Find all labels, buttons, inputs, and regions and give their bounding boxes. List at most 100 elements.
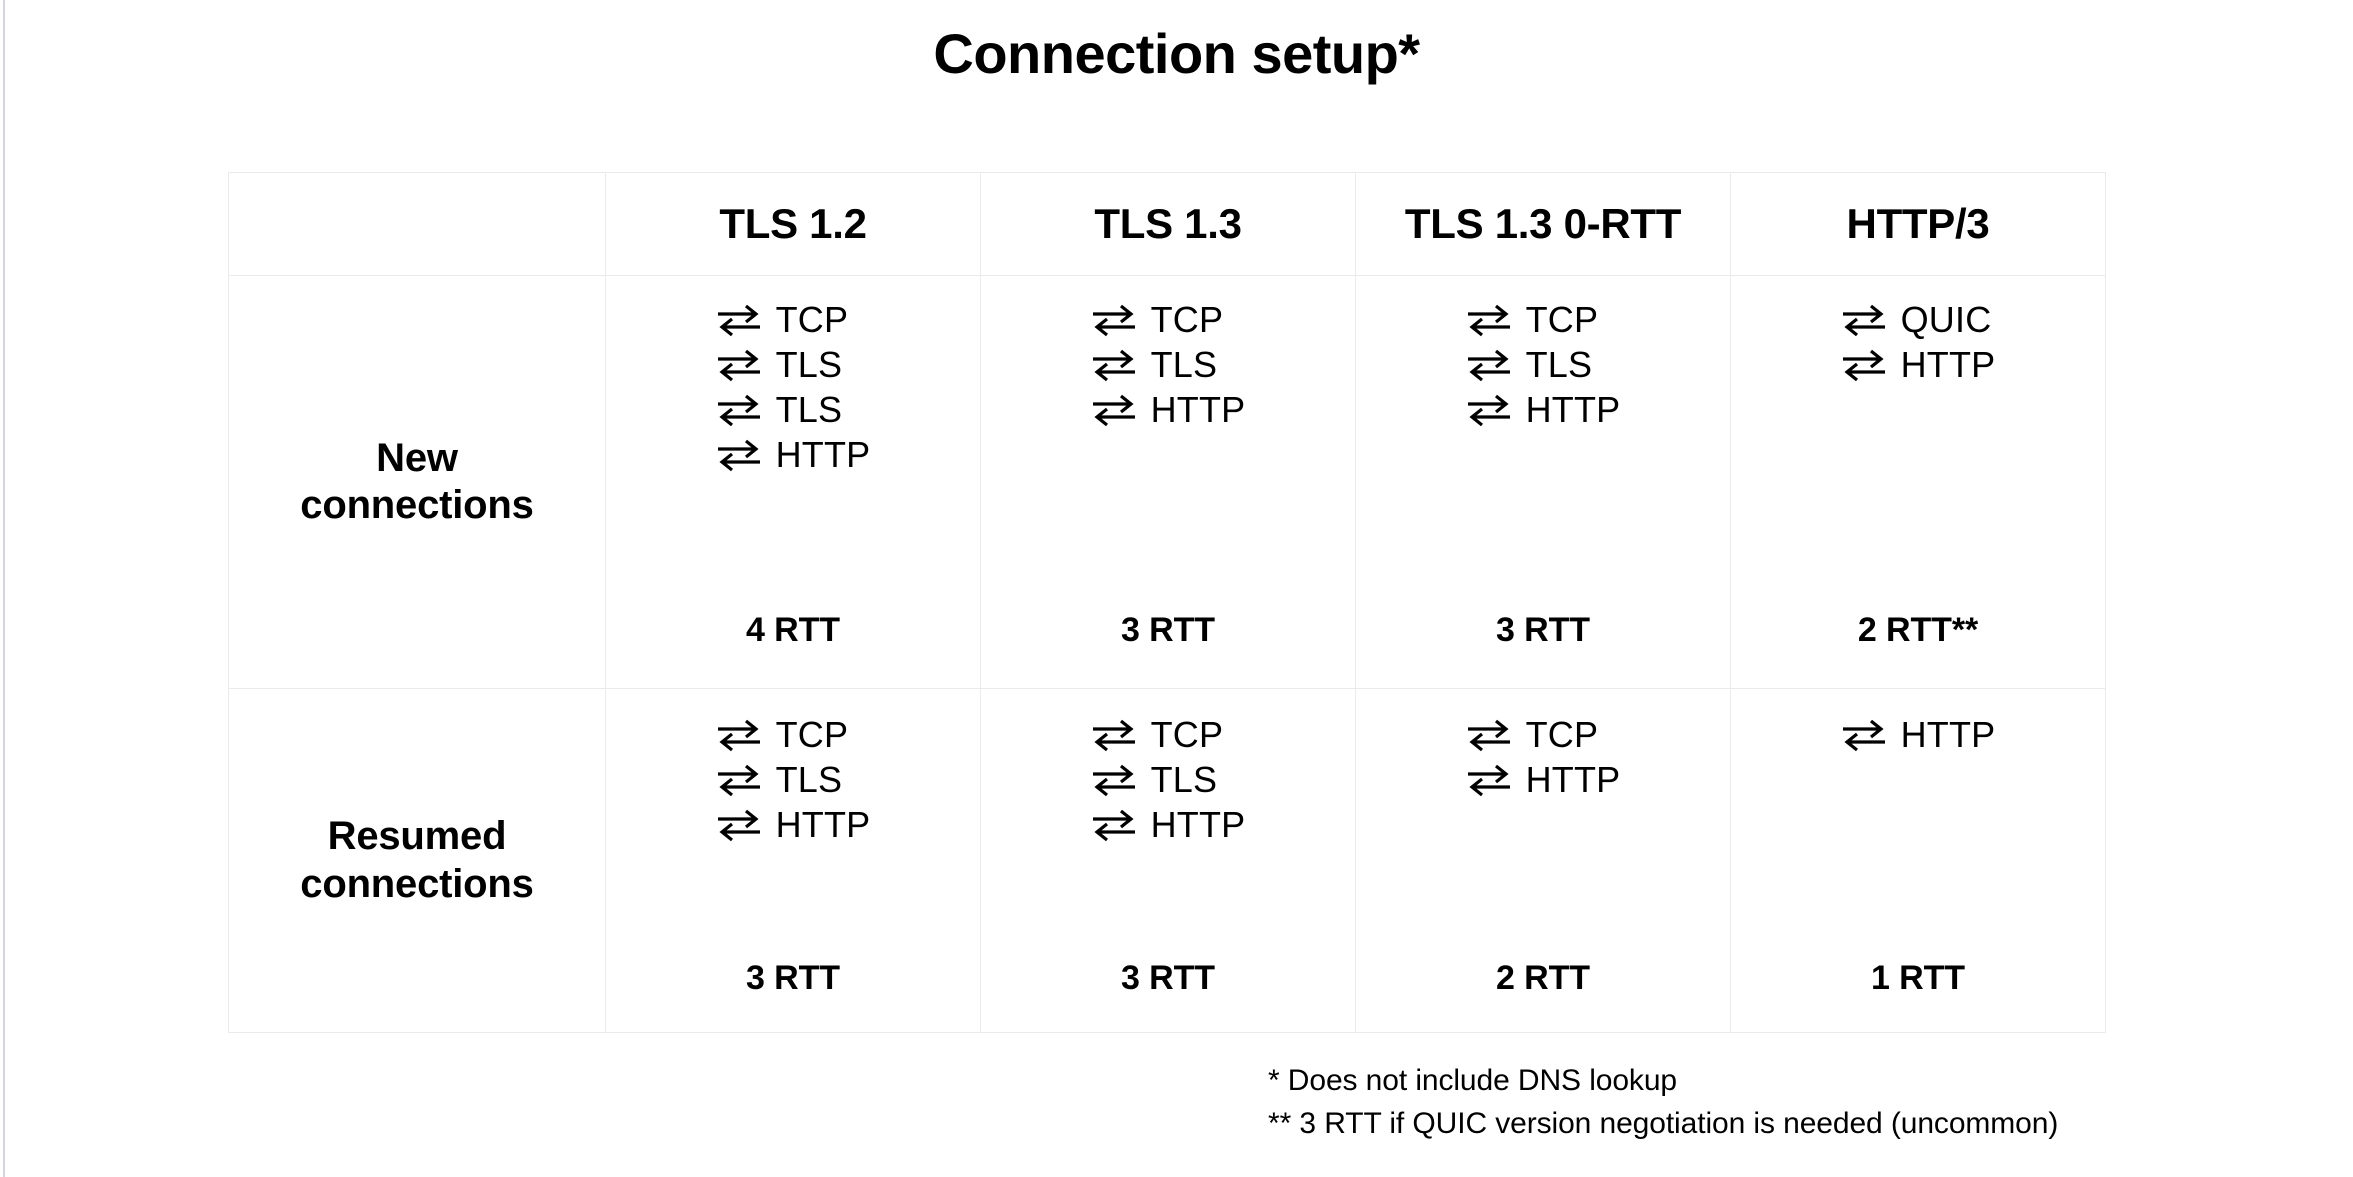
bidirectional-arrows-icon [1466, 393, 1512, 427]
protocol-label: TLS [775, 389, 843, 430]
bidirectional-arrows-icon [716, 808, 762, 842]
table-header-tls13-0rtt: TLS 1.3 0-RTT [1355, 172, 1731, 276]
row-label-line-2: connections [300, 483, 534, 527]
bidirectional-arrows-icon [1091, 718, 1137, 752]
step-item: HTTP [1466, 762, 1621, 798]
protocol-label: TCP [1525, 714, 1599, 755]
step-item: HTTP [1841, 717, 1996, 753]
bidirectional-arrows-icon [1091, 763, 1137, 797]
bidirectional-arrows-icon [1091, 393, 1137, 427]
step-item: QUIC [1841, 302, 1992, 338]
table-body: New connections TCP TLS [228, 275, 2106, 1033]
table-header-corner-blank [228, 172, 606, 276]
table-row: Resumed connections TCP TLS [228, 688, 2106, 1033]
rtt-total: 3 RTT [1121, 959, 1215, 997]
protocol-label: HTTP [1900, 714, 1996, 755]
connection-setup-table: TLS 1.2 TLS 1.3 TLS 1.3 0-RTT HTTP/3 New… [228, 172, 2106, 1033]
protocol-label: TLS [775, 344, 843, 385]
row-label-resumed-connections: Resumed connections [228, 688, 606, 1033]
row-label-line-2: connections [300, 861, 534, 906]
protocol-label: TCP [1150, 299, 1224, 340]
rtt-total: 2 RTT [1496, 959, 1590, 997]
protocol-label: HTTP [1150, 389, 1246, 430]
step-item: TCP [716, 717, 849, 753]
step-item: HTTP [716, 437, 871, 473]
protocol-label: TCP [1525, 299, 1599, 340]
row-label-line-1: New [376, 435, 458, 480]
protocol-label: TCP [775, 299, 849, 340]
step-item: HTTP [1091, 807, 1246, 843]
protocol-label: TCP [1150, 714, 1224, 755]
table-header-http3: HTTP/3 [1730, 172, 2106, 276]
footnotes: * Does not include DNS lookup ** 3 RTT i… [1268, 1060, 2058, 1145]
rtt-total: 1 RTT [1871, 959, 1965, 997]
bidirectional-arrows-icon [1466, 718, 1512, 752]
step-item: TLS [1091, 762, 1218, 798]
cell-resumed-tls13: TCP TLS HTTP 3 RTT [980, 688, 1356, 1033]
protocol-label: TLS [775, 759, 843, 800]
protocol-label: QUIC [1900, 299, 1992, 340]
step-item: TCP [716, 302, 849, 338]
table-header-tls12: TLS 1.2 [605, 172, 981, 276]
step-item: HTTP [1091, 392, 1246, 428]
protocol-label: HTTP [1525, 759, 1621, 800]
slide-left-edge [3, 0, 5, 1177]
table-row: New connections TCP TLS [228, 275, 2106, 689]
bidirectional-arrows-icon [716, 763, 762, 797]
cell-new-tls13: TCP TLS HTTP 3 RTT [980, 275, 1356, 689]
cell-resumed-tls12: TCP TLS HTTP 3 RTT [605, 688, 981, 1033]
step-item: TCP [1466, 302, 1599, 338]
cell-new-tls12: TCP TLS TLS HTTP [605, 275, 981, 689]
rtt-total: 3 RTT [1121, 611, 1215, 649]
bidirectional-arrows-icon [1091, 348, 1137, 382]
step-item: TCP [1466, 717, 1599, 753]
cell-resumed-tls13-0rtt: TCP HTTP 2 RTT [1355, 688, 1731, 1033]
protocol-label: TLS [1150, 759, 1218, 800]
step-item: TLS [1466, 347, 1593, 383]
table-header: TLS 1.2 TLS 1.3 TLS 1.3 0-RTT HTTP/3 [228, 172, 2106, 276]
bidirectional-arrows-icon [1091, 808, 1137, 842]
step-item: HTTP [1841, 347, 1996, 383]
bidirectional-arrows-icon [1466, 763, 1512, 797]
table-header-row: TLS 1.2 TLS 1.3 TLS 1.3 0-RTT HTTP/3 [228, 172, 2106, 276]
step-list: TCP TLS TLS HTTP [716, 302, 871, 473]
bidirectional-arrows-icon [1841, 718, 1887, 752]
bidirectional-arrows-icon [1466, 348, 1512, 382]
step-list: TCP TLS HTTP [1091, 302, 1246, 428]
protocol-label: HTTP [1525, 389, 1621, 430]
cell-resumed-http3: HTTP 1 RTT [1730, 688, 2106, 1033]
step-list: TCP TLS HTTP [1091, 717, 1246, 843]
cell-new-http3: QUIC HTTP 2 RTT** [1730, 275, 2106, 689]
step-list: TCP TLS HTTP [716, 717, 871, 843]
step-item: TCP [1091, 717, 1224, 753]
protocol-label: HTTP [775, 804, 871, 845]
row-label-new-connections: New connections [228, 275, 606, 689]
step-item: TLS [716, 392, 843, 428]
step-list: HTTP [1841, 717, 1996, 753]
protocol-label: TCP [775, 714, 849, 755]
step-list: TCP HTTP [1466, 717, 1621, 798]
protocol-label: TLS [1525, 344, 1593, 385]
bidirectional-arrows-icon [716, 348, 762, 382]
page-title: Connection setup* [933, 22, 1420, 85]
rtt-total: 2 RTT** [1857, 611, 1979, 649]
step-item: HTTP [1466, 392, 1621, 428]
bidirectional-arrows-icon [716, 393, 762, 427]
step-item: TLS [716, 762, 843, 798]
bidirectional-arrows-icon [716, 718, 762, 752]
bidirectional-arrows-icon [1466, 303, 1512, 337]
row-label-line-1: Resumed [327, 814, 507, 859]
bidirectional-arrows-icon [1091, 303, 1137, 337]
step-item: TLS [1091, 347, 1218, 383]
protocol-label: HTTP [775, 434, 871, 475]
protocol-label: HTTP [1900, 344, 1996, 385]
step-item: HTTP [716, 807, 871, 843]
cell-new-tls13-0rtt: TCP TLS HTTP 3 RTT [1355, 275, 1731, 689]
rtt-total: 3 RTT [1496, 611, 1590, 649]
protocol-label: HTTP [1150, 804, 1246, 845]
rtt-total: 3 RTT [746, 959, 840, 997]
step-item: TLS [716, 347, 843, 383]
bidirectional-arrows-icon [716, 303, 762, 337]
table-header-tls13: TLS 1.3 [980, 172, 1356, 276]
rtt-total: 4 RTT [746, 611, 840, 649]
